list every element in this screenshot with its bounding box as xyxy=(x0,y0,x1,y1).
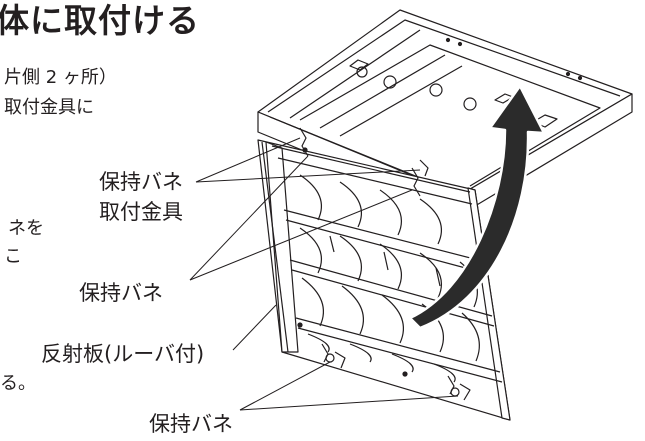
section-heading: 体に取付ける xyxy=(0,1,200,40)
callout-holding-spring-top: 保持バネ xyxy=(99,170,183,194)
callout-reflector-with-louver: 反射板(ルーバ付) xyxy=(41,342,205,366)
instruction-text-line-5: る。 xyxy=(0,373,36,394)
lift-direction-arrow xyxy=(408,84,546,330)
instruction-text-line-4: こ xyxy=(4,246,22,267)
instruction-text-line-1: 片側 2 ヶ所） xyxy=(4,67,117,88)
instruction-text-line-2: 取付金具に xyxy=(4,97,94,118)
callout-holding-spring-bottom: 保持バネ xyxy=(149,412,233,436)
callout-holding-spring-middle: 保持バネ xyxy=(79,281,163,305)
callout-mounting-bracket: 取付金具 xyxy=(99,200,183,224)
leader-lines xyxy=(189,137,459,411)
instruction-text-line-3: ネを xyxy=(8,218,44,239)
